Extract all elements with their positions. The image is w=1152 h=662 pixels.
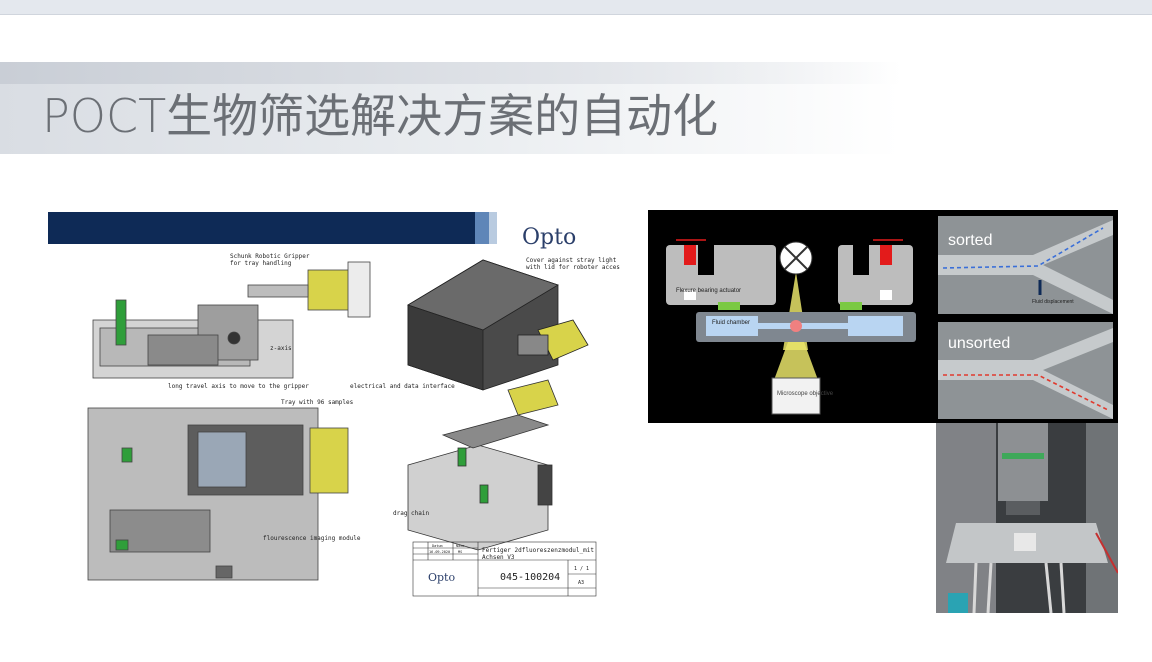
right-actuator-white (880, 290, 892, 300)
chamber-channel (758, 323, 848, 329)
drawing-header-accent-light (489, 212, 497, 244)
actuator-label: Flexure bearing actuator (676, 288, 741, 294)
callout-long-travel: long travel axis to move to the gripper (168, 383, 309, 390)
callout-z-axis: z-axis (270, 345, 292, 352)
top-bar (0, 0, 1152, 15)
microscope-photo (936, 423, 1118, 613)
left-pad (718, 302, 740, 310)
photo-svg (936, 423, 1118, 613)
title-block-part-number: 045-100204 (500, 572, 560, 583)
right-pad (840, 302, 862, 310)
teal-container (948, 593, 968, 613)
fluid-displacement-label: Fluid displacement (1032, 299, 1074, 305)
title-stripe (0, 62, 900, 84)
title-block-name-header: Name (456, 544, 464, 548)
cell-dot (790, 320, 802, 332)
title-block (412, 541, 597, 597)
objective-body (771, 377, 821, 415)
unsorted-micrograph (938, 322, 1113, 419)
sorted-micrograph (938, 216, 1113, 314)
title-block-name: MS (458, 550, 462, 554)
slide-title: POCT生物筛选解决方案的自动化 (42, 89, 719, 143)
opto-logo: Opto (522, 225, 576, 250)
enclosure-box (407, 259, 589, 391)
chamber-right (848, 316, 903, 336)
left-actuator (666, 245, 776, 305)
unsorted-label: unsorted (948, 335, 1010, 352)
chamber-left (706, 316, 758, 336)
schematic-svg: Flexure bearing actuator Fluid chamber M… (666, 216, 1113, 419)
left-actuator-slot (698, 245, 714, 275)
title-block-sheet: 1 / 1 (574, 566, 589, 572)
title-block-date: 16.09.2020 (429, 550, 450, 554)
right-actuator-slot (853, 245, 869, 275)
open-isometric-view (407, 379, 559, 551)
light-cone-bottom (774, 342, 818, 380)
left-actuator-white (684, 290, 696, 300)
callout-tray: Tray with 96 samples (281, 399, 354, 406)
drawing-header-bar (48, 212, 475, 244)
callout-fluorescence: flourescence imaging module (263, 535, 361, 542)
left-actuator-red (684, 245, 696, 265)
top-view-assembly (87, 407, 349, 581)
callout-drag-chain: drag chain (393, 510, 430, 517)
sorted-label: sorted (948, 232, 992, 249)
callout-electrical: electrical and data interface (350, 383, 455, 390)
title-block-format: A3 (578, 580, 584, 586)
drawing-header-accent (475, 212, 489, 244)
objective-lens (998, 423, 1048, 501)
chamber-label: Fluid chamber (712, 320, 750, 326)
title-block-datum-header: Datum (432, 544, 443, 548)
right-actuator (838, 245, 913, 305)
objective-label: Microscope objective (777, 391, 834, 397)
right-actuator-red (880, 245, 892, 265)
objective-green-ring (1002, 453, 1044, 459)
microfluidic-schematic: Flexure bearing actuator Fluid chamber M… (648, 210, 1118, 423)
title-block-logo: Opto (428, 571, 455, 584)
side-view-assembly (92, 261, 371, 379)
